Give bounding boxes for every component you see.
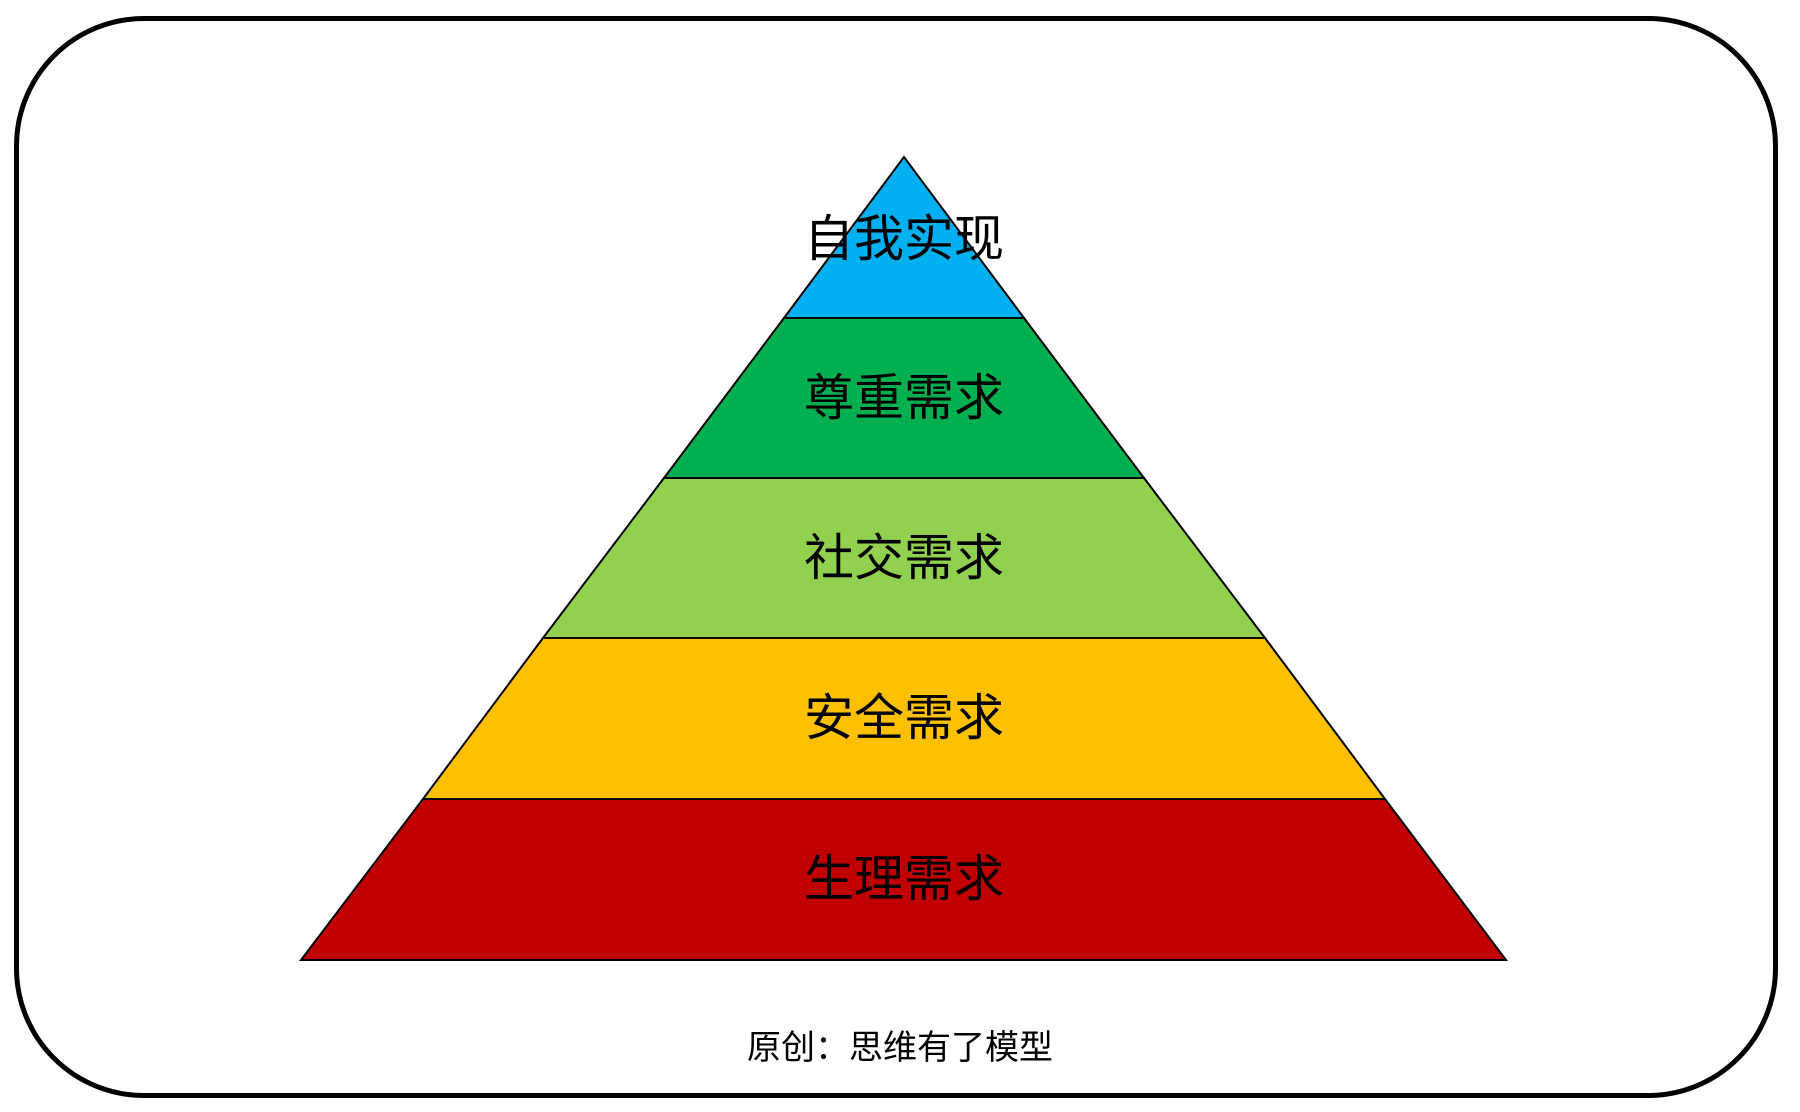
level-label-safety: 安全需求	[804, 689, 1004, 747]
level-label-self-actualization: 自我实现	[804, 210, 1004, 268]
pyramid-level-physiological	[298, 798, 1509, 961]
footer-credit: 原创：思维有了模型	[747, 1028, 1053, 1068]
level-label-physiological: 生理需求	[804, 850, 1004, 908]
level-label-social: 社交需求	[804, 529, 1004, 587]
level-label-esteem: 尊重需求	[804, 369, 1004, 427]
